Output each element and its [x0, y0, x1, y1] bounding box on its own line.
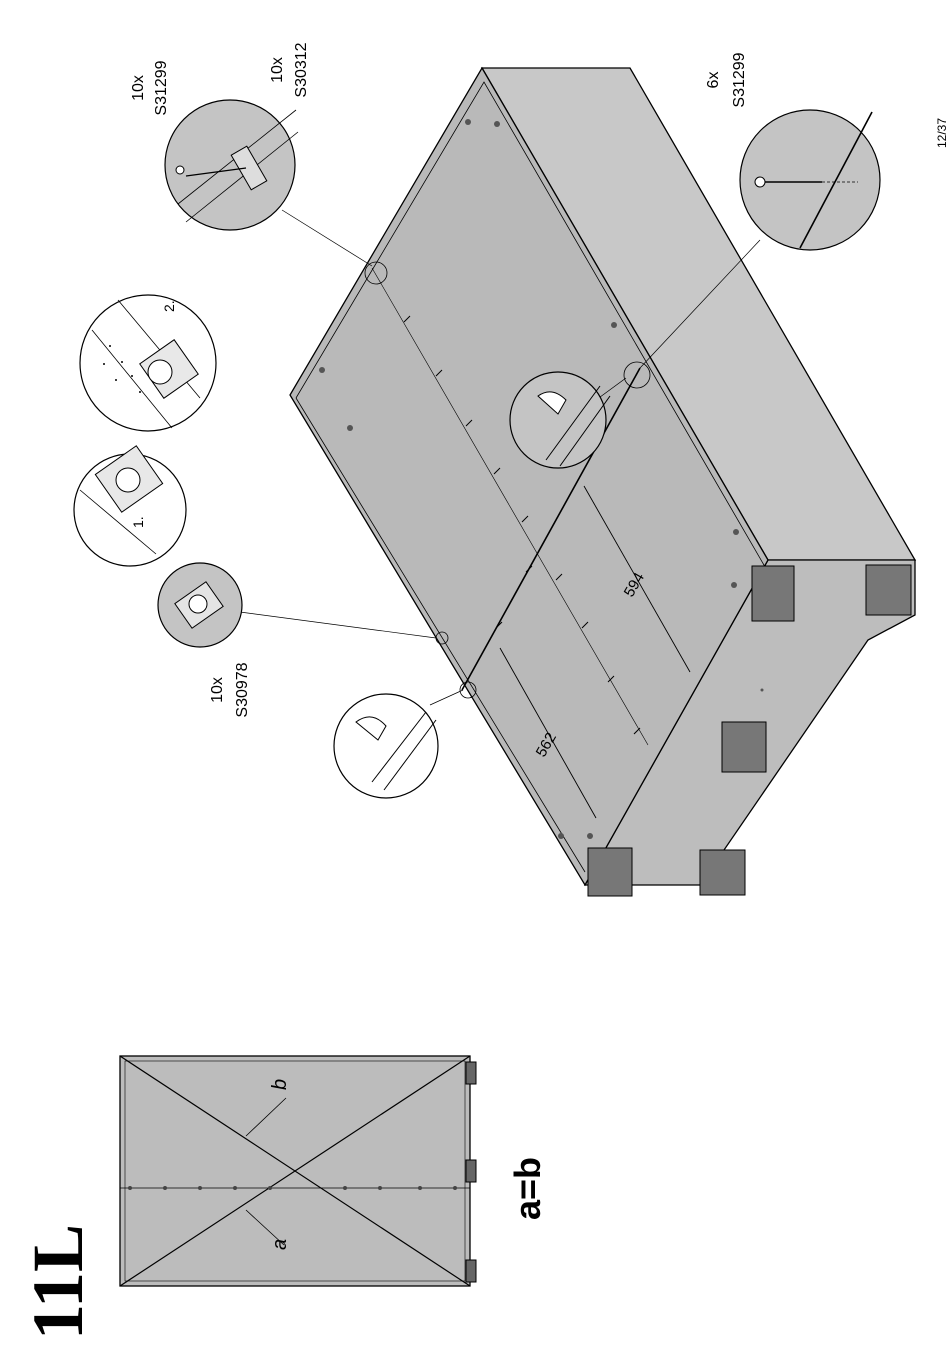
zoom-dowels — [165, 100, 298, 230]
page-number: 12/37 — [935, 118, 949, 148]
callout-part-number: S30312 — [293, 42, 310, 97]
callout-part-number: S31299 — [731, 52, 748, 107]
zoom-hammer-bottom — [334, 694, 438, 798]
callout-qty: 10x — [209, 677, 226, 703]
detail-step-label: 1. — [130, 516, 146, 528]
diagonal-rule: a=b — [507, 1157, 548, 1220]
square-check-plan: b a — [120, 1056, 476, 1286]
callout-part-number: S31299 — [153, 60, 170, 115]
diagonal-b-label: b — [269, 1079, 291, 1090]
detail-step-label: 2. — [161, 300, 177, 312]
callout-part-number: S30978 — [234, 662, 251, 717]
zoom-bracket — [158, 563, 242, 647]
callout-qty: 10x — [130, 75, 147, 101]
step-number: 11L — [18, 1224, 98, 1340]
zoom-detail-1 — [74, 446, 186, 566]
callout-qty: 10x — [269, 57, 286, 83]
callout-qty: 6x — [705, 72, 722, 89]
zoom-detail-2 — [80, 295, 216, 431]
diagonal-a-label: a — [269, 1239, 291, 1250]
zoom-nail — [740, 110, 880, 250]
